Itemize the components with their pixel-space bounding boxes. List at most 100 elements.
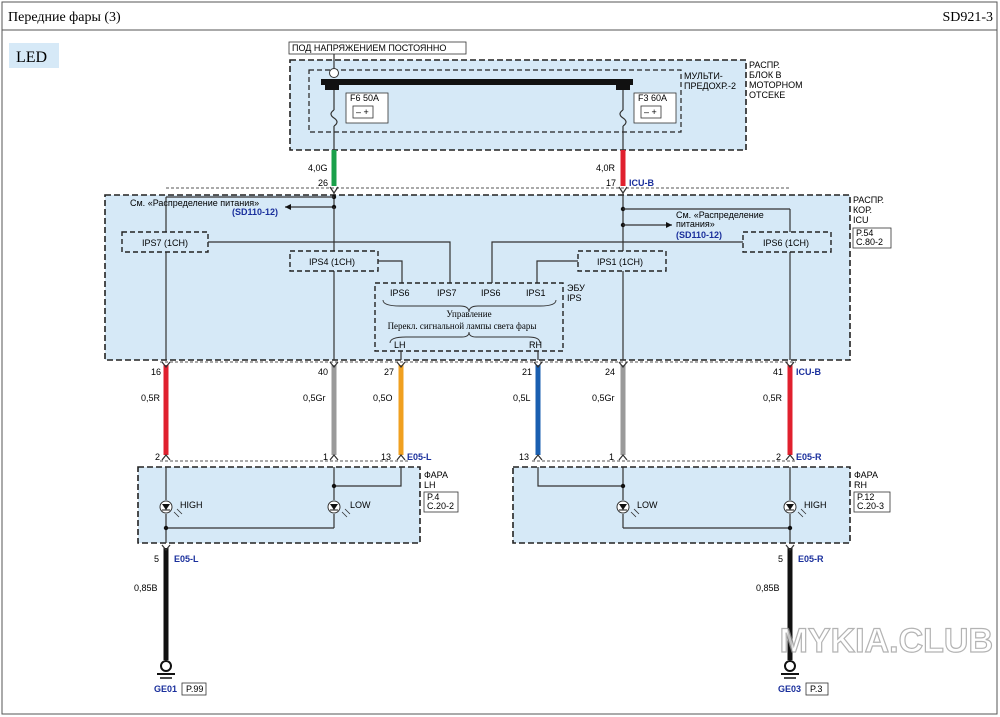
ground-right-icon — [781, 660, 799, 679]
node-lh-ground — [163, 525, 169, 531]
fuse-left-battery-icon — [352, 105, 374, 119]
headlamp-rh-box — [512, 466, 851, 544]
ground-right-id: GE03 — [778, 684, 801, 694]
power-label: ПОД НАПРЯЖЕНИЕМ ПОСТОЯННО — [292, 43, 446, 53]
spec-24: 0,5Gr — [592, 393, 615, 403]
page-title: Передние фары (3) — [8, 10, 121, 25]
multi-fuse-label-2: ПРЕДОХР.-2 — [684, 81, 736, 91]
lamp-rh-label-1: ФАРА — [854, 470, 878, 480]
ecu-input-1: IPS6 — [390, 288, 410, 298]
mid-wire-labels: 16 0,5R 2 40 0,5Gr 1 27 0,5O 13 21 0,5L … — [141, 367, 783, 462]
pin-bottom-24: 1 — [609, 452, 614, 462]
led-lh-low-icon — [327, 500, 351, 518]
see-right-label-1: См. «Распределение — [676, 210, 764, 220]
icu-ref-conn: C.80-2 — [856, 237, 883, 247]
led-rh-high-icon — [783, 500, 807, 518]
see-right-code: (SD110-12) — [676, 230, 722, 240]
pin-24: 24 — [605, 367, 615, 377]
junction-box-label-1: РАСПР. — [749, 60, 780, 70]
spec-41: 0,5R — [763, 393, 783, 403]
ecu-input-3: IPS6 — [481, 288, 501, 298]
junction-box-label-3: МОТОРНОМ — [749, 80, 803, 90]
ground-right-page: P.3 — [810, 684, 822, 694]
lamp-lh-low-label: LOW — [350, 500, 371, 510]
pin-bottom-41: 2 — [776, 452, 781, 462]
lamp-rh-low-label: LOW — [637, 500, 658, 510]
node-rh-low — [620, 483, 626, 489]
ground-chevrons — [161, 544, 795, 551]
icu-ref-box — [852, 227, 892, 249]
variant-tag — [9, 43, 59, 68]
icu-label-3: ICU — [853, 215, 869, 225]
pin-bottom-27: 13 — [381, 452, 391, 462]
node-rh-ground — [787, 525, 793, 531]
ground-left-spec: 0,85B — [134, 583, 158, 593]
ecu-input-2: IPS7 — [437, 288, 457, 298]
lamp-rh-ref-page: P.12 — [857, 492, 874, 502]
wire-left-spec: 4,0G — [308, 163, 328, 173]
headlamp-lh-box — [137, 466, 421, 544]
link-ips7-ecu — [208, 241, 451, 283]
fuse-left-icon — [330, 109, 338, 127]
fuse-right-battery-sign: – + — [644, 107, 657, 117]
ground-left-id: GE01 — [154, 684, 177, 694]
ecu-control-label: Управление — [446, 309, 491, 319]
diagram-code: SD921-3 — [942, 10, 993, 25]
ips1-label: IPS1 (1CH) — [597, 257, 643, 267]
ecu-label-2: IPS — [567, 293, 582, 303]
ips6-box — [742, 231, 832, 253]
ecu-switch-label: Перекл. сигнальной лампы света фары — [388, 321, 537, 331]
fuse-right-rating: F3 60A — [638, 93, 667, 103]
ecu-brace-bottom — [389, 331, 541, 344]
connector-icu-b: ICU-B — [796, 367, 821, 377]
lamp-rh-ref-conn: C.20-3 — [857, 501, 884, 511]
lamp-rh-ref-box — [853, 491, 891, 513]
wire-right-connector: ICU-B — [629, 178, 654, 188]
wire-left-pin: 26 — [318, 178, 328, 188]
pin-27: 27 — [384, 367, 394, 377]
busbar-tab-right — [616, 83, 630, 90]
ground-right-pin: 5 — [778, 554, 783, 564]
spec-27: 0,5O — [373, 393, 393, 403]
pin-bottom-21: 13 — [519, 452, 529, 462]
link-ips1-ecu — [536, 260, 578, 283]
ground-left-pin: 5 — [154, 554, 159, 564]
junction-box-label-4: ОТСЕКЕ — [749, 90, 785, 100]
watermark: MYKIA.CLUB — [780, 622, 993, 660]
lamp-lh-ref-page: P.4 — [427, 492, 439, 502]
ecu-lh-label: LH — [394, 340, 406, 350]
spec-40: 0,5Gr — [303, 393, 326, 403]
ground-left-page-box — [181, 682, 207, 696]
lamp-lh-label-1: ФАРА — [424, 470, 448, 480]
busbar-tab-left — [325, 83, 339, 90]
lamp-lh-ref-box — [423, 491, 459, 513]
lamp-lh-high-label: HIGH — [180, 500, 203, 510]
lamp-rh-label-2: RH — [854, 480, 867, 490]
ground-right-connector: E05-R — [798, 554, 824, 564]
see-left-label: См. «Распределение питания» — [130, 198, 259, 208]
icu-ref-page: P.54 — [856, 228, 873, 238]
lamp-lh-ref-conn: C.20-2 — [427, 501, 454, 511]
node-lh-low — [331, 483, 337, 489]
supply-terminal — [329, 68, 339, 78]
ips6-label: IPS6 (1CH) — [763, 238, 809, 248]
power-label-box — [288, 41, 467, 55]
mid-wires — [163, 365, 793, 455]
see-right-arrow — [666, 222, 672, 228]
ecu-ips-box — [374, 282, 564, 352]
led-lh-high-icon — [159, 500, 183, 518]
spec-16: 0,5R — [141, 393, 161, 403]
link-ips4-ecu — [378, 260, 403, 283]
link-ips6-ecu — [491, 241, 743, 283]
ips4-label: IPS4 (1CH) — [309, 257, 355, 267]
see-right-label-2: питания» — [676, 219, 715, 229]
ground-left-page: P.99 — [186, 684, 203, 694]
ips7-label: IPS7 (1CH) — [142, 238, 188, 248]
ground-left-icon — [157, 660, 175, 679]
pin-bottom-40: 1 — [323, 452, 328, 462]
spec-21: 0,5L — [513, 393, 531, 403]
wire-right-spec: 4,0R — [596, 163, 616, 173]
variant-tag-label: LED — [16, 49, 47, 66]
ecu-brace-top — [382, 299, 557, 313]
